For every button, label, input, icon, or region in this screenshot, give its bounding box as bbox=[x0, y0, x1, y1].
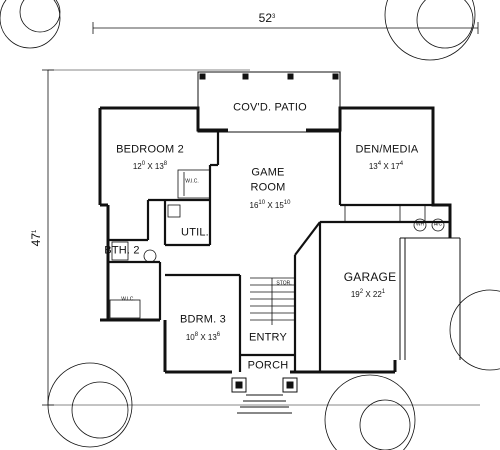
den-media-dimensions: 134 X 174 bbox=[368, 161, 404, 171]
patio-outline bbox=[197, 71, 341, 133]
utility-label: UTIL. bbox=[181, 226, 209, 239]
garage-label: GARAGE bbox=[343, 270, 397, 284]
dimension-lines bbox=[42, 22, 480, 406]
porch-label: PORCH bbox=[247, 359, 289, 372]
bedroom2-dimensions: 120 X 138 bbox=[132, 161, 168, 171]
bedroom2-label: BEDROOM 2 bbox=[116, 143, 184, 156]
bath2-label: BTH. 2 bbox=[104, 244, 140, 257]
overall-depth-label: 471 bbox=[29, 229, 43, 247]
game-room-label-line1: GAME bbox=[251, 166, 285, 179]
overall-width-label: 523 bbox=[258, 11, 276, 25]
wic-label-upper: W.I.C. bbox=[185, 178, 199, 185]
garage-door bbox=[399, 237, 461, 360]
bedroom3-label: BDRM. 3 bbox=[179, 313, 227, 326]
game-room-dimensions: 1610 X 1510 bbox=[249, 200, 291, 210]
porch-steps bbox=[231, 377, 298, 414]
entry-label: ENTRY bbox=[248, 331, 288, 344]
den-media-label: DEN/MEDIA bbox=[355, 143, 419, 156]
fixtures bbox=[109, 169, 451, 319]
storage-label: STOR. bbox=[276, 280, 292, 287]
game-room-label-line2: ROOM bbox=[250, 181, 286, 194]
water-heater-label: WH bbox=[415, 221, 425, 228]
stairs bbox=[250, 277, 295, 325]
wic-label-lower: W.I.C. bbox=[121, 296, 135, 303]
patio-label: COV'D. PATIO bbox=[233, 101, 307, 114]
ac-label: A/C bbox=[433, 221, 443, 228]
bedroom3-dimensions: 108 X 136 bbox=[185, 332, 221, 342]
garage-dimensions: 192 X 221 bbox=[350, 289, 386, 299]
